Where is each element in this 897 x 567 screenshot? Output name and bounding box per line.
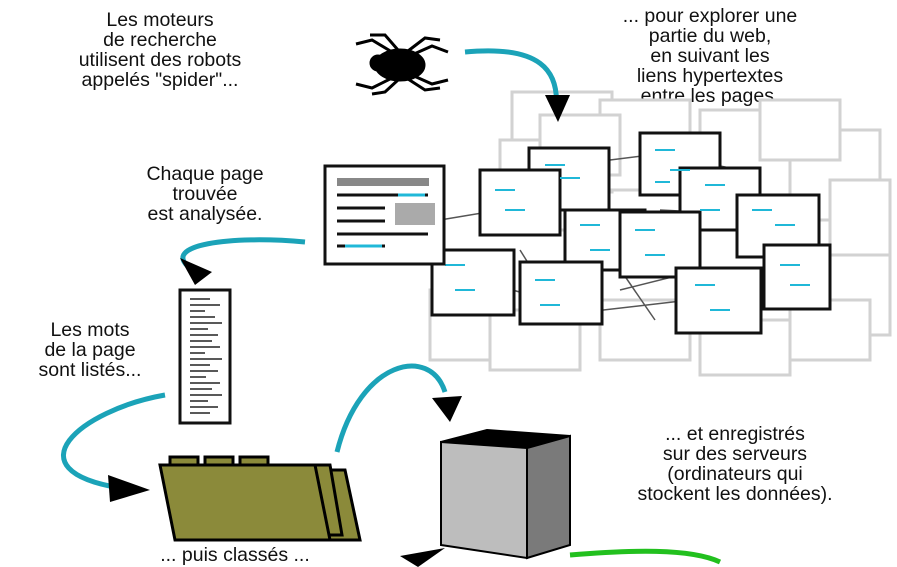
web-pages-cluster — [430, 131, 832, 335]
arrow-folder-to-server — [334, 363, 448, 453]
arrowhead-list — [180, 258, 212, 285]
caption-servers: ... et enregistrés sur des serveurs (ord… — [637, 423, 833, 505]
arrow-page-to-list — [180, 237, 306, 270]
caption-words: Les mots de la page sont listés... — [38, 319, 142, 381]
server-icon — [440, 428, 571, 560]
arrowhead-folder — [108, 475, 150, 502]
caption-spider: Les moteurs de recherche utilisent des r… — [78, 9, 242, 91]
caption-classified: ... puis classés ... — [160, 544, 310, 566]
arrowhead-bottom — [400, 548, 445, 567]
arrowhead-spider — [545, 95, 570, 122]
analyzed-page-icon — [323, 164, 446, 266]
arrowhead-server — [432, 396, 462, 422]
folder-icon — [158, 455, 362, 542]
caption-analyse: Chaque page trouvée est analysée. — [146, 163, 264, 225]
page-highlights — [445, 149, 810, 311]
spider-icon — [355, 33, 449, 96]
arrow-green-server — [569, 548, 722, 565]
caption-explore: ... pour explorer une partie du web, en … — [622, 5, 798, 107]
arrow-list-to-folder — [61, 392, 166, 491]
word-list-icon — [178, 288, 232, 425]
